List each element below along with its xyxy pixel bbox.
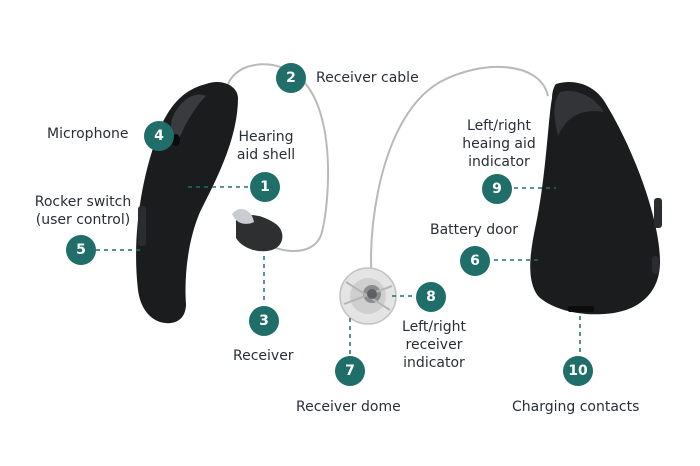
callout-7-label: Receiver dome — [296, 399, 401, 415]
left-hearing-aid-highlight — [170, 94, 206, 146]
right-side-button — [654, 198, 662, 228]
callout-3-label: Receiver — [233, 348, 294, 364]
callout-6-badge: 6 — [460, 246, 490, 276]
right-hearing-aid-shade — [554, 90, 604, 136]
callout-7-badge: 7 — [335, 356, 365, 386]
callout-5-badge: 5 — [66, 235, 96, 265]
callout-9-badge: 9 — [482, 174, 512, 204]
receiver-tip — [232, 208, 254, 224]
callout-10-label: Charging contacts — [512, 399, 640, 415]
receiver-cable — [225, 63, 330, 252]
callout-10-badge: 10 — [563, 356, 593, 386]
receiver-cable-right — [370, 65, 549, 287]
callout-2-badge: 2 — [276, 63, 306, 93]
right-side-button-2 — [652, 256, 659, 274]
charging-contact-strip — [568, 306, 594, 312]
callout-4-badge: 4 — [144, 121, 174, 151]
receiver-dome — [339, 267, 397, 325]
receiver-earpiece — [236, 215, 283, 252]
leader-lines — [96, 186, 581, 356]
callout-3-badge: 3 — [249, 306, 279, 336]
callout-6-label: Battery door — [430, 222, 519, 238]
callout-5-label: Rocker switch(user control) — [34, 194, 132, 228]
microphone-port — [172, 134, 180, 146]
callout-2-label: Receiver cable — [316, 70, 419, 86]
callout-4-label: Microphone — [47, 126, 129, 142]
callout-8-badge: 8 — [416, 282, 446, 312]
rocker-switch — [138, 206, 146, 246]
callout-1-badge: 1 — [250, 172, 280, 202]
right-hearing-aid-body — [530, 82, 660, 315]
